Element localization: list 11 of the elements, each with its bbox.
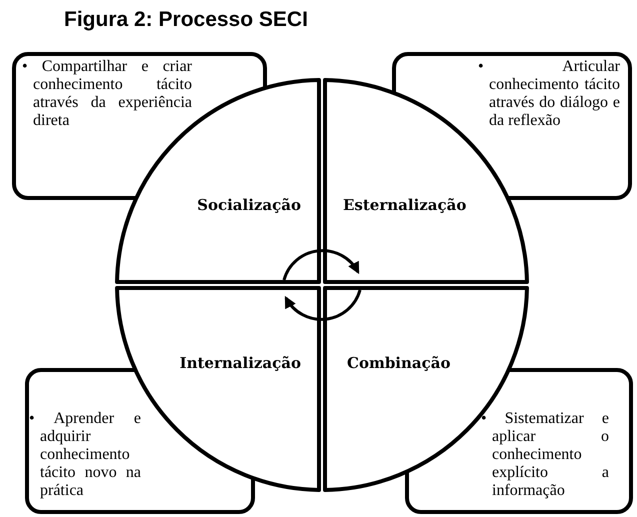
bullet-text: • Sistematizar e aplicar o conhecimento explícito a informação xyxy=(481,410,609,500)
quadrant-label: Socialização xyxy=(197,196,301,214)
quadrant-label: Esternalização xyxy=(343,196,466,214)
curved-arrow xyxy=(282,249,360,280)
bullet-text: • Compartilhar e criar conhecimento tácito através da experiência direta xyxy=(22,58,192,130)
curved-arrow xyxy=(284,290,362,321)
bullet-text: • Articular conhecimento tácito através do diálogo e da reflexão xyxy=(478,58,620,130)
bullet-text: • Aprender e adquirir conhecimento tácito novo na prática xyxy=(29,410,141,500)
quadrant-label: Combinação xyxy=(347,354,450,372)
quadrant-label: Internalização xyxy=(180,354,301,372)
figure-title: Figura 2: Processo SECI xyxy=(64,8,308,32)
